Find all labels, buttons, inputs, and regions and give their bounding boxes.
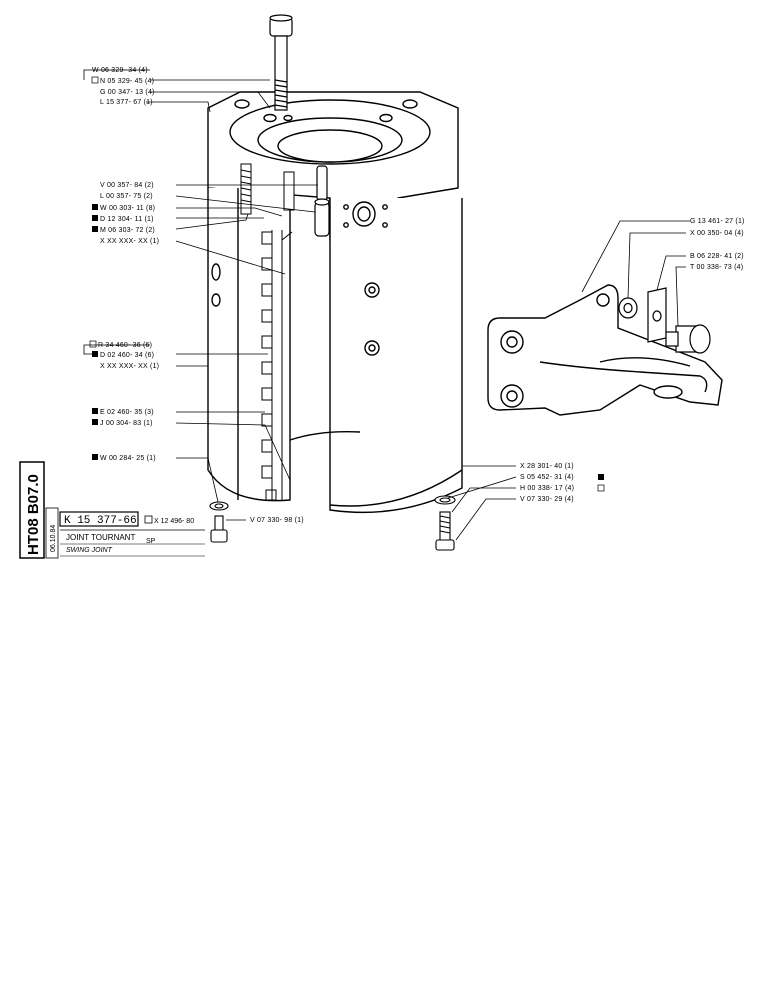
- callout-label: W 06 329- 34 (4): [92, 67, 148, 74]
- callouts-right: G 13 461- 27 (1) X 00 350- 04 (4) B 06 2…: [520, 218, 745, 503]
- callout-label: X 28 301- 40 (1): [520, 463, 574, 470]
- callout-label: X XX XXX- XX (1): [100, 238, 159, 245]
- callout-label: X 00 350- 04 (4): [690, 230, 744, 237]
- bracket-fasteners: [618, 287, 711, 354]
- callout-label: S 05 452- 31 (4): [520, 474, 574, 481]
- side-code: 06.10.84: [50, 525, 57, 552]
- callout-label: X XX XXX- XX (1): [100, 363, 159, 370]
- seal-ring-stack: [261, 230, 293, 501]
- sheet-code: HT08 B07.0: [25, 474, 42, 555]
- callout-label: J 00 304- 83 (1): [100, 420, 153, 427]
- callout-label: L 15 377- 67 (1): [100, 99, 153, 106]
- bottom-bolt-right: [434, 495, 456, 551]
- callout-label: H 00 338- 17 (4): [520, 485, 574, 492]
- mounting-bracket: [487, 284, 723, 416]
- swing-joint-body: [207, 91, 463, 514]
- callout-label: N 05 329- 45 (4): [100, 78, 154, 85]
- callout-label: D 02 460- 34 (6): [100, 352, 154, 359]
- callout-label: G 00 347- 13 (4): [100, 89, 155, 96]
- callout-label: D 12 304- 11 (1): [100, 216, 154, 223]
- callout-label: R 34 460- 36 (6): [98, 342, 152, 349]
- callout-label: V 00 357- 84 (2): [100, 182, 154, 189]
- model: SP: [146, 538, 156, 545]
- alt-ref: X 12 496- 80: [154, 518, 194, 525]
- callout-label: B 06 228- 41 (2): [690, 253, 744, 260]
- callout-label: V 07 330- 29 (4): [520, 496, 574, 503]
- title-block: HT08 B07.0 06.10.84 K 15 377-66 X 12 496…: [19, 461, 205, 559]
- dowel-pins: [314, 165, 330, 237]
- leader-lines: [83, 69, 690, 541]
- callout-label: W 00 303- 11 (8): [100, 205, 155, 212]
- callout-label: L 00 357- 75 (2): [100, 193, 153, 200]
- cap-screw: [269, 14, 293, 111]
- callout-label: V 07 330- 98 (1): [250, 517, 304, 524]
- stud-screw: [240, 163, 295, 215]
- title-en: SWING JOINT: [66, 547, 113, 554]
- callouts-left: W 06 329- 34 (4) N 05 329- 45 (4) G 00 3…: [89, 67, 304, 524]
- callout-label: E 02 460- 35 (3): [100, 409, 154, 416]
- title-fr: JOINT TOURNANT: [66, 533, 135, 542]
- callout-label: G 13 461- 27 (1): [690, 218, 745, 225]
- callout-label: M 06 303- 72 (2): [100, 227, 155, 234]
- part-ref: K 15 377-66: [64, 515, 137, 527]
- callout-label: T 00 338- 73 (4): [690, 264, 743, 271]
- callout-label: W 00 284- 25 (1): [100, 455, 156, 462]
- bottom-bolt-left: [209, 501, 229, 543]
